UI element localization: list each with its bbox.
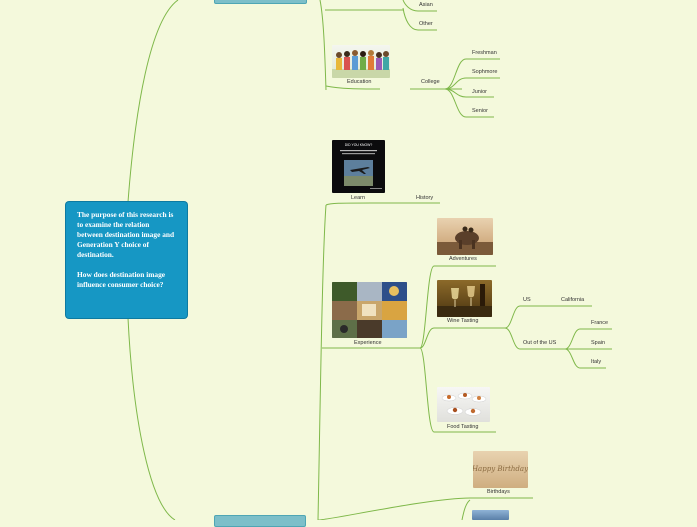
branch-central-top [127, 0, 179, 203]
node-birthdays[interactable]: Birthdays [487, 489, 510, 495]
birthdays-image-writing: Happy Birthday [473, 465, 528, 473]
branch-education [325, 85, 381, 90]
birthdays-image: Happy Birthday [473, 451, 528, 488]
node-asian[interactable]: Asian [419, 2, 433, 8]
node-other[interactable]: Other [419, 21, 433, 27]
node-adventures[interactable]: Adventures [449, 256, 477, 262]
learn-image-heading: DID YOU KNOW? [345, 143, 373, 147]
wine-tasting-image [437, 280, 492, 317]
node-wine-tasting[interactable]: Wine Tasting [447, 318, 479, 324]
learn-image: DID YOU KNOW? [332, 140, 385, 193]
branch-upper-spine [319, 0, 327, 91]
branch-central-bottom [127, 317, 176, 520]
node-spain[interactable]: Spain [591, 340, 606, 346]
node-college[interactable]: College [421, 79, 440, 85]
node-junior[interactable]: Junior [472, 89, 487, 95]
node-learn[interactable]: Learn [351, 195, 366, 201]
education-image [332, 45, 390, 78]
food-tasting-image [437, 387, 490, 422]
node-italy[interactable]: Italy [591, 359, 602, 365]
node-sophomore[interactable]: Sophmore [472, 69, 498, 75]
node-california[interactable]: California [561, 297, 585, 303]
node-education[interactable]: Education [347, 79, 372, 85]
node-senior[interactable]: Senior [472, 108, 488, 114]
adventures-image [437, 218, 493, 255]
node-france[interactable]: France [591, 320, 609, 326]
central-topic[interactable]: The purpose of this research is to exami… [66, 202, 187, 318]
topic-bar-bottom[interactable] [214, 515, 306, 527]
node-out-of-us[interactable]: Out of the US [523, 340, 557, 346]
topic-bar-top[interactable] [214, 0, 307, 4]
experience-collage-image [332, 282, 407, 338]
node-experience[interactable]: Experience [354, 340, 382, 346]
branch-lower-spine [317, 204, 327, 520]
node-us[interactable]: US [523, 297, 531, 303]
node-freshman[interactable]: Freshman [472, 50, 497, 56]
node-history[interactable]: History [416, 195, 434, 201]
partial-bottom-image [472, 510, 509, 520]
central-topic-text: The purpose of this research is to exami… [77, 210, 175, 289]
node-food-tasting[interactable]: Food Tasting [447, 424, 479, 430]
